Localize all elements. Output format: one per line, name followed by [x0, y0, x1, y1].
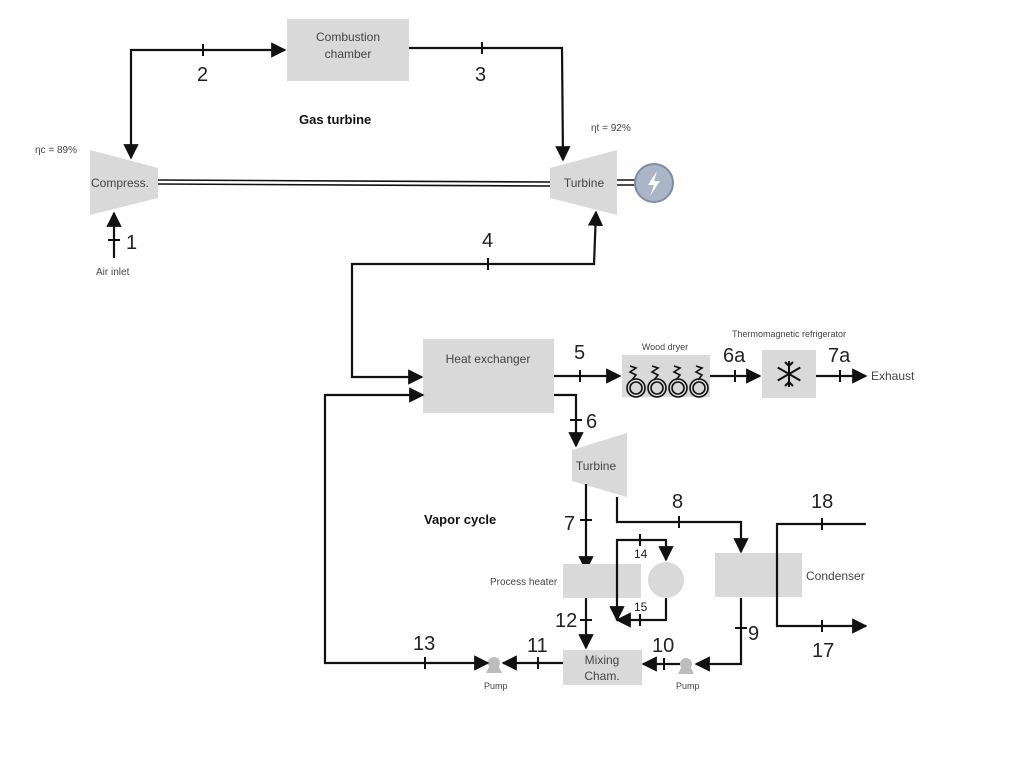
state-8-label: 8 — [672, 491, 683, 513]
stream-14-line — [609, 538, 674, 622]
state-10-label: 10 — [652, 635, 674, 657]
state-12-label: 12 — [555, 610, 577, 632]
state-1-label: 1 — [126, 232, 137, 254]
mixing-chamber-box — [563, 650, 642, 685]
state-13-label: 13 — [413, 633, 435, 655]
pump-icon — [678, 658, 694, 674]
pump-icon — [486, 657, 502, 673]
refrigerator-label: Thermomagnetic refrigerator — [732, 329, 846, 339]
stream-3-line — [409, 46, 571, 162]
pump-right-label: Pump — [676, 681, 700, 691]
steam-turbine-label: Turbine — [576, 459, 617, 473]
combustion-chamber-box — [287, 19, 409, 81]
state-5-label: 5 — [574, 342, 585, 364]
stream-6-line — [554, 393, 584, 448]
compressor-label: Compress. — [91, 176, 149, 190]
snowflake-icon — [777, 361, 801, 387]
state-14-label: 14 — [634, 547, 648, 561]
turbine-efficiency: ηt = 92% — [591, 123, 631, 134]
heat-exchanger-label: Heat exchanger — [446, 352, 531, 366]
stream-4-line — [350, 210, 604, 385]
shaft-line-top — [157, 179, 551, 183]
state-15-label: 15 — [634, 600, 648, 614]
mixing-chamber-label-1: Mixing — [585, 653, 620, 667]
process-heater-box — [563, 564, 641, 598]
combustion-chamber-label-2: chamber — [325, 47, 372, 61]
state-4-label: 4 — [482, 230, 493, 252]
stream-9-line — [694, 598, 743, 672]
condenser-label: Condenser — [806, 569, 865, 583]
state-3-label: 3 — [475, 64, 486, 86]
state-9-label: 9 — [748, 623, 759, 645]
exhaust-label: Exhaust — [871, 369, 915, 383]
stream-2-line — [123, 42, 287, 160]
pump-left-label: Pump — [484, 681, 508, 691]
state-2-label: 2 — [197, 64, 208, 86]
state-6a-label: 6a — [723, 345, 746, 367]
state-7-label: 7 — [564, 513, 575, 535]
process-heater-label: Process heater — [490, 577, 558, 588]
state-17-label: 17 — [812, 640, 834, 662]
state-18-label: 18 — [811, 491, 833, 513]
process-load-circle — [648, 562, 684, 598]
compressor-shape — [90, 150, 158, 215]
state-6-label: 6 — [586, 411, 597, 433]
gas-turbine-label: Turbine — [564, 176, 605, 190]
heat-exchanger-box — [423, 339, 554, 413]
wood-dryer-label: Wood dryer — [642, 342, 688, 352]
gas-turbine-shape — [550, 150, 617, 215]
mixing-chamber-label-2: Cham. — [584, 669, 619, 683]
lightning-bolt-icon — [648, 171, 660, 196]
vapor-cycle-section-title: Vapor cycle — [424, 512, 496, 527]
condenser-box — [715, 553, 802, 597]
steam-turbine-shape — [572, 433, 627, 497]
stream-15-line — [615, 598, 668, 628]
gas-turbine-section-title: Gas turbine — [299, 112, 371, 127]
state-7a-label: 7a — [828, 345, 851, 367]
shaft-line-bottom — [157, 183, 551, 187]
compressor-efficiency: ηc = 89% — [35, 145, 77, 156]
air-inlet-label: Air inlet — [96, 267, 130, 278]
stream-13-line — [323, 387, 490, 671]
heating-coil-icon — [626, 365, 709, 398]
combustion-chamber-label-1: Combustion — [316, 30, 380, 44]
state-11-label: 11 — [527, 635, 548, 657]
